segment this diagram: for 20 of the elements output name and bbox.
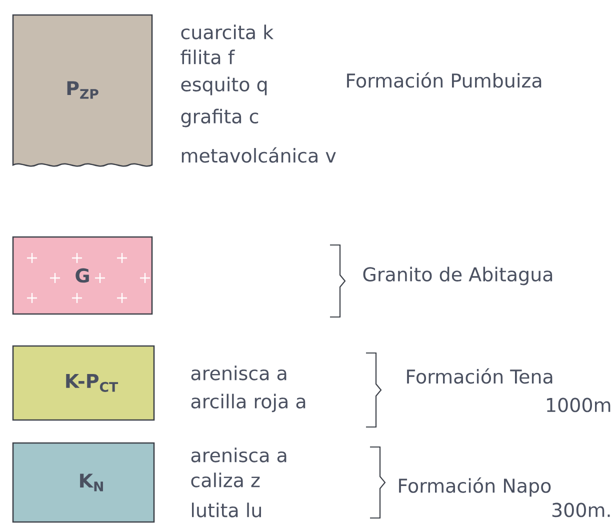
- formation-label: Formación Pumbuiza: [347, 72, 542, 88]
- rock-label: filita f: [180, 50, 235, 64]
- rock-label: esquito q: [181, 76, 267, 96]
- rock-label: cuarcita k: [181, 24, 274, 40]
- unit-box: K$_{N}$: [12, 442, 155, 523]
- formation-label: Formación Napo: [399, 477, 551, 497]
- formation-label: Granito de Abitagua: [363, 266, 552, 286]
- rock-label: lutita lu: [192, 502, 261, 518]
- formation-label: 300m.: [552, 502, 610, 518]
- unit-box: P$_{ZP}$: [12, 14, 153, 167]
- rock-label: arenisca a: [191, 448, 286, 462]
- unit-box: G: [12, 236, 153, 315]
- formation-label: 1000m: [547, 398, 610, 412]
- rock-label: arenisca a: [191, 366, 286, 380]
- unit-box: K-P$_{CT}$: [12, 345, 155, 421]
- formation-label: Formación Tena: [407, 368, 552, 384]
- rock-label: metavolcánica v: [182, 147, 336, 163]
- rock-label: arcilla roja a: [191, 394, 306, 412]
- rock-label: caliza z: [191, 472, 260, 488]
- rock-label: grafita c: [181, 108, 258, 128]
